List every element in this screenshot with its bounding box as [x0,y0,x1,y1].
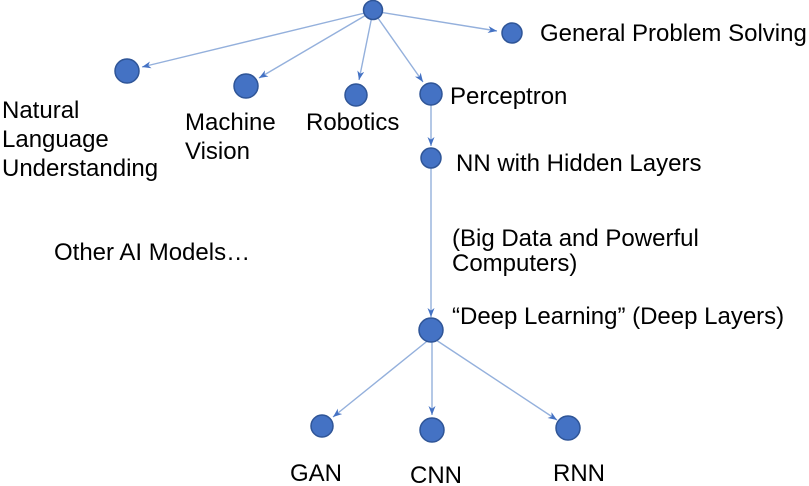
node-cnn [419,417,445,443]
node-perceptron [419,82,443,106]
edge-root-to-general-problem-solving [372,10,498,34]
edge-root-to-robotics [357,10,374,81]
node-deep-learning [418,317,444,343]
nodes-group [114,0,581,443]
node-gan [310,414,334,438]
edge-root-to-nlu [141,10,374,69]
label-other-ai-models: Other AI Models… [54,239,251,266]
node-nn-hidden-layers [420,147,442,169]
node-root [362,0,384,21]
label-robotics: Robotics [306,109,400,136]
node-robotics [344,83,368,107]
label-perceptron: Perceptron [450,83,568,110]
edge-deep-learning-to-gan [332,337,432,418]
edge-deep-learning-to-rnn [432,337,558,421]
label-natural-language-understanding: Natural Language Understanding [2,97,159,182]
edge-root-to-perceptron [372,10,424,83]
label-deep-learning: “Deep Learning” (Deep Layers) [452,303,785,330]
node-rnn [555,415,581,441]
label-gan: GAN [290,460,343,486]
label-general-problem-solving: General Problem Solving [540,20,807,47]
node-machine-vision [233,73,259,99]
label-rnn: RNN [553,460,605,486]
label-nn-hidden-layers: NN with Hidden Layers [456,150,702,177]
label-big-data-note: (Big Data and Powerful Computers) [452,225,699,277]
label-cnn: CNN [410,462,462,486]
label-machine-vision: Machine Vision [185,109,276,165]
edges-group [141,10,558,421]
node-natural-language-understanding [114,58,140,84]
node-general-problem-solving [501,22,523,44]
edge-root-to-machine-vision [258,10,374,79]
